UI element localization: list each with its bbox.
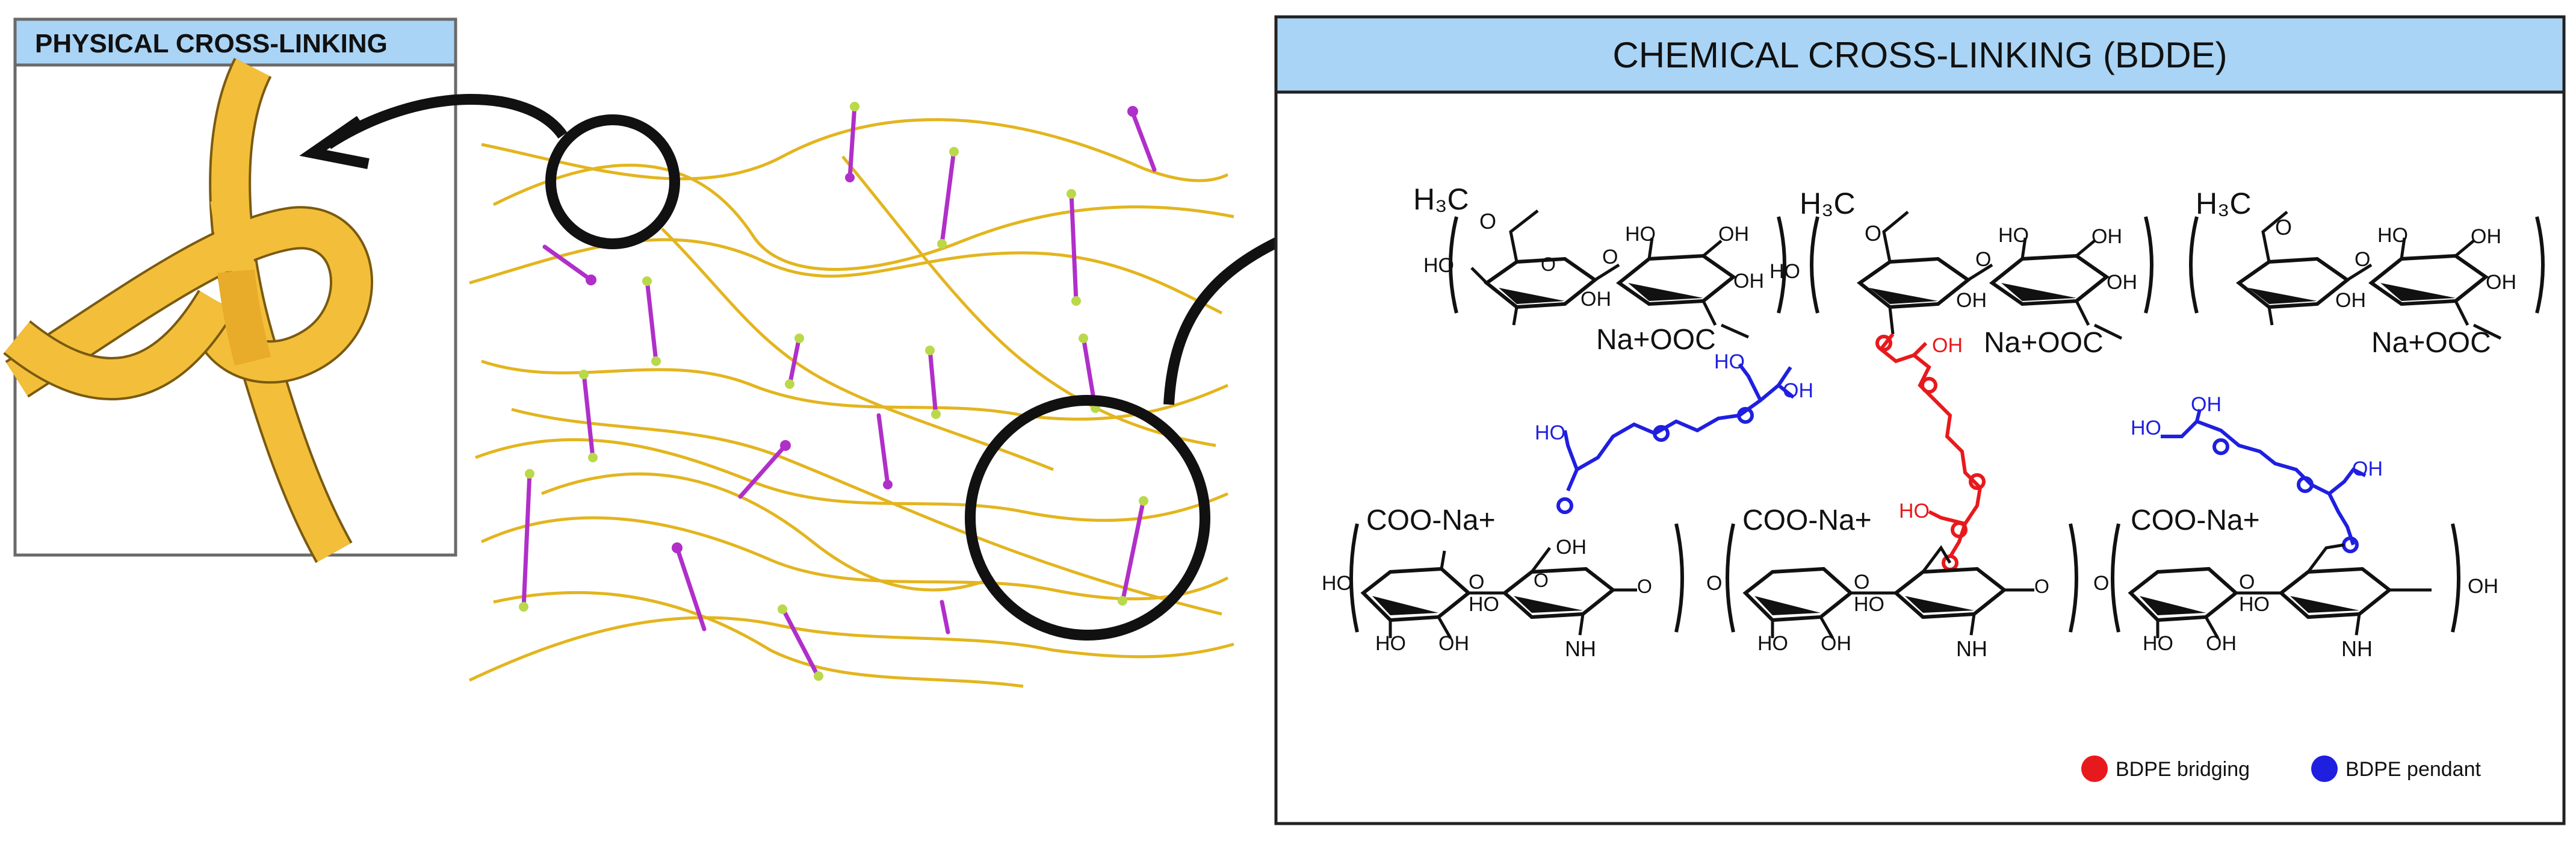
chem-label-coo-na: COO-Na+ bbox=[1366, 504, 1496, 536]
chemical-panel-frame bbox=[1274, 15, 2566, 825]
bottom-unit-1: COO-Na+ OH HO O HO HO OH NH O O bbox=[1322, 504, 1684, 661]
arrow-to-physical bbox=[325, 94, 568, 149]
chem-label-ho: HO bbox=[1899, 500, 1930, 523]
physical-panel: PHYSICAL CROSS-LINKING bbox=[3, 17, 457, 563]
chem-label-ho: HO bbox=[1714, 350, 1745, 373]
chem-label-na-ooc: Na+OOC bbox=[1984, 327, 2104, 359]
chemical-panel-header bbox=[1274, 15, 2566, 94]
chem-label-ho: HO bbox=[1423, 254, 1454, 277]
bridging-linker bbox=[1875, 333, 1986, 571]
chem-label-ho: HO bbox=[2377, 224, 2408, 247]
polymer-fibers bbox=[468, 118, 1234, 688]
chem-label-ho: HO bbox=[2131, 417, 2161, 439]
bdde-linkers: HO HO OH OH HO HO bbox=[1535, 333, 2383, 571]
bottom-unit-3: COO-Na+ O O HO HO OH NH OH bbox=[2093, 504, 2498, 661]
physical-panel-title: PHYSICAL CROSS-LINKING bbox=[35, 29, 388, 58]
chem-label-h3c: H₃C bbox=[2196, 187, 2252, 220]
chem-label-coo-na: COO-Na+ bbox=[1742, 504, 1872, 536]
top-unit-2: H₃C O HO OH O HO OH OH Na+OOC bbox=[1769, 187, 2153, 359]
chem-label-o: O bbox=[1469, 571, 1484, 594]
chem-label-ho: HO bbox=[1854, 593, 1884, 616]
top-unit-3: H₃C O OH O HO OH OH Na+OOC bbox=[2189, 187, 2545, 359]
chem-label-o: O bbox=[1541, 253, 1556, 275]
chem-label-nh: NH bbox=[1565, 636, 1596, 661]
arrow-head-physical bbox=[299, 116, 370, 169]
legend-label-pendant: BDPE pendant bbox=[2345, 758, 2481, 781]
polymer-network bbox=[299, 94, 1375, 688]
bottom-unit-2: COO-Na+ O O HO HO OH NH O bbox=[1706, 504, 2078, 661]
chem-label-o: O bbox=[1854, 571, 1869, 594]
chem-label-ho: HO bbox=[2239, 593, 2270, 616]
chemical-panel: CHEMICAL CROSS-LINKING (BDDE) H₃C O HO O… bbox=[1274, 15, 2566, 825]
crosslinks bbox=[521, 103, 1157, 680]
chem-label-oh: OH bbox=[1956, 289, 1987, 312]
legend-swatch-pendant bbox=[2311, 756, 2338, 782]
chem-label-oh: OH bbox=[2107, 271, 2137, 294]
legend-item-pendant: BDPE pendant bbox=[2311, 756, 2481, 782]
chem-label-ho: HO bbox=[1535, 421, 1565, 444]
chem-label-oh: OH bbox=[2335, 289, 2366, 312]
chem-label-oh: OH bbox=[2191, 393, 2221, 416]
crosslink-ends bbox=[586, 106, 1138, 553]
pendant-linker-left bbox=[1556, 363, 1795, 514]
chem-label-oh: OH bbox=[2352, 458, 2383, 480]
chem-label-ho: HO bbox=[1375, 632, 1406, 655]
chem-label-nh: NH bbox=[1956, 636, 1987, 661]
junction-nodes bbox=[519, 102, 1148, 681]
chem-label-oh: OH bbox=[1932, 334, 1963, 357]
chem-label-h3c: H₃C bbox=[1800, 187, 1856, 220]
chem-label-oh: OH bbox=[2471, 225, 2501, 248]
chem-label-o: O bbox=[1479, 209, 1496, 234]
physical-zoom-circle bbox=[545, 114, 680, 249]
chem-label-o: O bbox=[1706, 572, 1722, 595]
chem-label-ho: HO bbox=[1769, 260, 1800, 283]
chem-label-o: O bbox=[1602, 246, 1618, 268]
knot-illustration bbox=[3, 58, 373, 563]
chem-label-o: O bbox=[1637, 576, 1652, 597]
chem-label-ho: HO bbox=[1469, 593, 1499, 616]
chem-label-o: O bbox=[2239, 571, 2255, 594]
chem-label-oh: OH bbox=[2468, 575, 2498, 598]
chem-label-oh: OH bbox=[1581, 288, 1611, 311]
chemical-zoom-circle bbox=[965, 395, 1210, 641]
chem-label-oh: OH bbox=[1783, 379, 1813, 402]
chem-label-oh: OH bbox=[2486, 271, 2516, 294]
chem-label-na-ooc: Na+OOC bbox=[1596, 324, 1716, 356]
legend: BDPE bridging BDPE pendant bbox=[2081, 756, 2481, 782]
chem-label-oh: OH bbox=[1556, 536, 1587, 559]
chem-label-ho: HO bbox=[1625, 223, 1656, 246]
chem-label-o: O bbox=[1975, 248, 1991, 271]
top-unit-1: H₃C O HO OH O HO OH OH Na+OOC O bbox=[1413, 182, 1786, 356]
top-units: H₃C O HO OH O HO OH OH Na+OOC O bbox=[1413, 182, 2545, 359]
chem-label-h3c: H₃C bbox=[1413, 182, 1469, 216]
chem-label-coo-na: COO-Na+ bbox=[2131, 504, 2260, 536]
chem-label-ho: HO bbox=[1998, 224, 2029, 247]
chem-label-nh: NH bbox=[2341, 636, 2373, 661]
chem-label-ho: HO bbox=[1757, 632, 1788, 655]
chem-label-o: O bbox=[2355, 248, 2370, 271]
chem-label-oh: OH bbox=[1438, 632, 1469, 655]
chem-label-oh: OH bbox=[1718, 223, 1749, 246]
chemical-panel-title: CHEMICAL CROSS-LINKING (BDDE) bbox=[1612, 35, 2227, 75]
chem-label-o: O bbox=[2034, 576, 2049, 597]
chem-label-oh: OH bbox=[1821, 632, 1851, 655]
chem-label-o: O bbox=[1534, 569, 1549, 591]
chem-label-na-ooc: Na+OOC bbox=[2371, 327, 2491, 359]
bottom-units: COO-Na+ OH HO O HO HO OH NH O O bbox=[1322, 504, 2498, 661]
chem-label-oh: OH bbox=[1733, 270, 1764, 293]
chem-label-ho: HO bbox=[2143, 632, 2173, 655]
chem-label-ho: HO bbox=[1322, 572, 1352, 595]
legend-swatch-bridging bbox=[2081, 756, 2108, 782]
chem-label-o: O bbox=[1865, 221, 1881, 246]
chem-label-oh: OH bbox=[2206, 632, 2237, 655]
chem-label-o: O bbox=[2093, 572, 2109, 595]
chem-label-oh: OH bbox=[2091, 225, 2122, 248]
legend-item-bridging: BDPE bridging bbox=[2081, 756, 2250, 782]
chem-label-o: O bbox=[2275, 215, 2292, 240]
legend-label-bridging: BDPE bridging bbox=[2116, 758, 2250, 781]
